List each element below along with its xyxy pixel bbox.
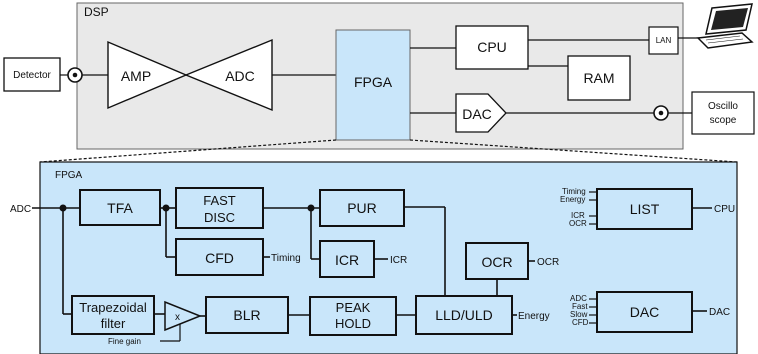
peak-hold-block bbox=[309, 296, 397, 336]
dsp-title: DSP bbox=[84, 5, 109, 19]
cfd-block bbox=[175, 238, 264, 276]
fine-gain-multiplier bbox=[164, 300, 203, 332]
list-block bbox=[596, 188, 693, 230]
zoom-line-left bbox=[39, 139, 337, 163]
ram-box bbox=[567, 55, 631, 101]
fast-disc-label-line2: DISC bbox=[204, 210, 235, 225]
fpga-detail: FPGA ADC TFA FAST DISC CFD Timing PUR bbox=[10, 161, 738, 354]
trapezoidal-label-line1: Trapezoidal bbox=[79, 300, 147, 315]
lld-uld-block bbox=[415, 295, 513, 335]
output-connector-icon bbox=[653, 105, 669, 121]
list-input-label: OCR bbox=[569, 219, 587, 228]
cfd-timing-output: Timing bbox=[271, 253, 301, 264]
lan-label: LAN bbox=[656, 36, 672, 45]
fpga-detail-title: FPGA bbox=[55, 170, 83, 181]
trapezoidal-filter-block bbox=[71, 295, 155, 335]
detector-label: Detector bbox=[13, 70, 51, 81]
list-input-label: ICR bbox=[571, 211, 585, 220]
dsp-overview: DSP Detector AMP ADC FPGA CPU RAM DAC bbox=[3, 2, 755, 150]
dac-output: DAC bbox=[709, 307, 730, 318]
dac-input-label: CFD bbox=[572, 318, 589, 327]
trapezoidal-label-line2: filter bbox=[101, 316, 126, 331]
ocr-output: OCR bbox=[537, 257, 559, 268]
dac-shape bbox=[455, 93, 507, 133]
ram-label: RAM bbox=[583, 70, 614, 86]
fpga-block bbox=[335, 29, 411, 141]
input-adc-label: ADC bbox=[10, 204, 31, 215]
tfa-label: TFA bbox=[107, 200, 133, 216]
cpu-label: CPU bbox=[477, 39, 507, 55]
multiplier-label: x bbox=[175, 312, 180, 323]
input-connector-icon bbox=[67, 67, 83, 83]
detector-box bbox=[3, 57, 61, 92]
dac-label: DAC bbox=[462, 106, 492, 122]
amp-label: AMP bbox=[121, 68, 151, 84]
laptop-icon bbox=[696, 3, 754, 49]
list-cpu-output: CPU bbox=[714, 204, 735, 215]
dac-input-label: ADC bbox=[570, 294, 587, 303]
dac-block bbox=[596, 291, 693, 333]
icr-label: ICR bbox=[335, 252, 359, 268]
oscilloscope-box bbox=[691, 91, 755, 135]
list-label: LIST bbox=[630, 201, 660, 217]
amp-triangle bbox=[107, 40, 188, 110]
dac-input-label: Fast bbox=[572, 302, 588, 311]
icr-output: ICR bbox=[390, 255, 407, 266]
oscilloscope-label-line1: Oscillo bbox=[708, 101, 738, 112]
blr-block bbox=[205, 296, 289, 334]
fine-gain-label: Fine gain bbox=[108, 337, 141, 346]
dac-input-label: Slow bbox=[570, 310, 588, 319]
cfd-label: CFD bbox=[205, 250, 234, 266]
ocr-block bbox=[465, 242, 529, 280]
pur-label: PUR bbox=[347, 200, 377, 216]
peak-hold-label-line2: HOLD bbox=[335, 316, 371, 331]
fast-disc-block bbox=[175, 187, 264, 229]
dac-block-label: DAC bbox=[630, 304, 660, 320]
fast-disc-label-line1: FAST bbox=[203, 193, 236, 208]
oscilloscope-label-line2: scope bbox=[710, 115, 737, 126]
ocr-label: OCR bbox=[481, 254, 512, 270]
list-input-label: Energy bbox=[560, 195, 585, 204]
energy-output: Energy bbox=[518, 311, 550, 322]
lan-box bbox=[648, 26, 679, 55]
lld-uld-label: LLD/ULD bbox=[435, 307, 493, 323]
list-input-label: Timing bbox=[562, 187, 586, 196]
fpga-label: FPGA bbox=[354, 74, 393, 90]
peak-hold-label-line1: PEAK bbox=[336, 300, 371, 315]
adc-label: ADC bbox=[225, 68, 255, 84]
blr-label: BLR bbox=[233, 307, 260, 323]
pur-block bbox=[319, 189, 405, 227]
